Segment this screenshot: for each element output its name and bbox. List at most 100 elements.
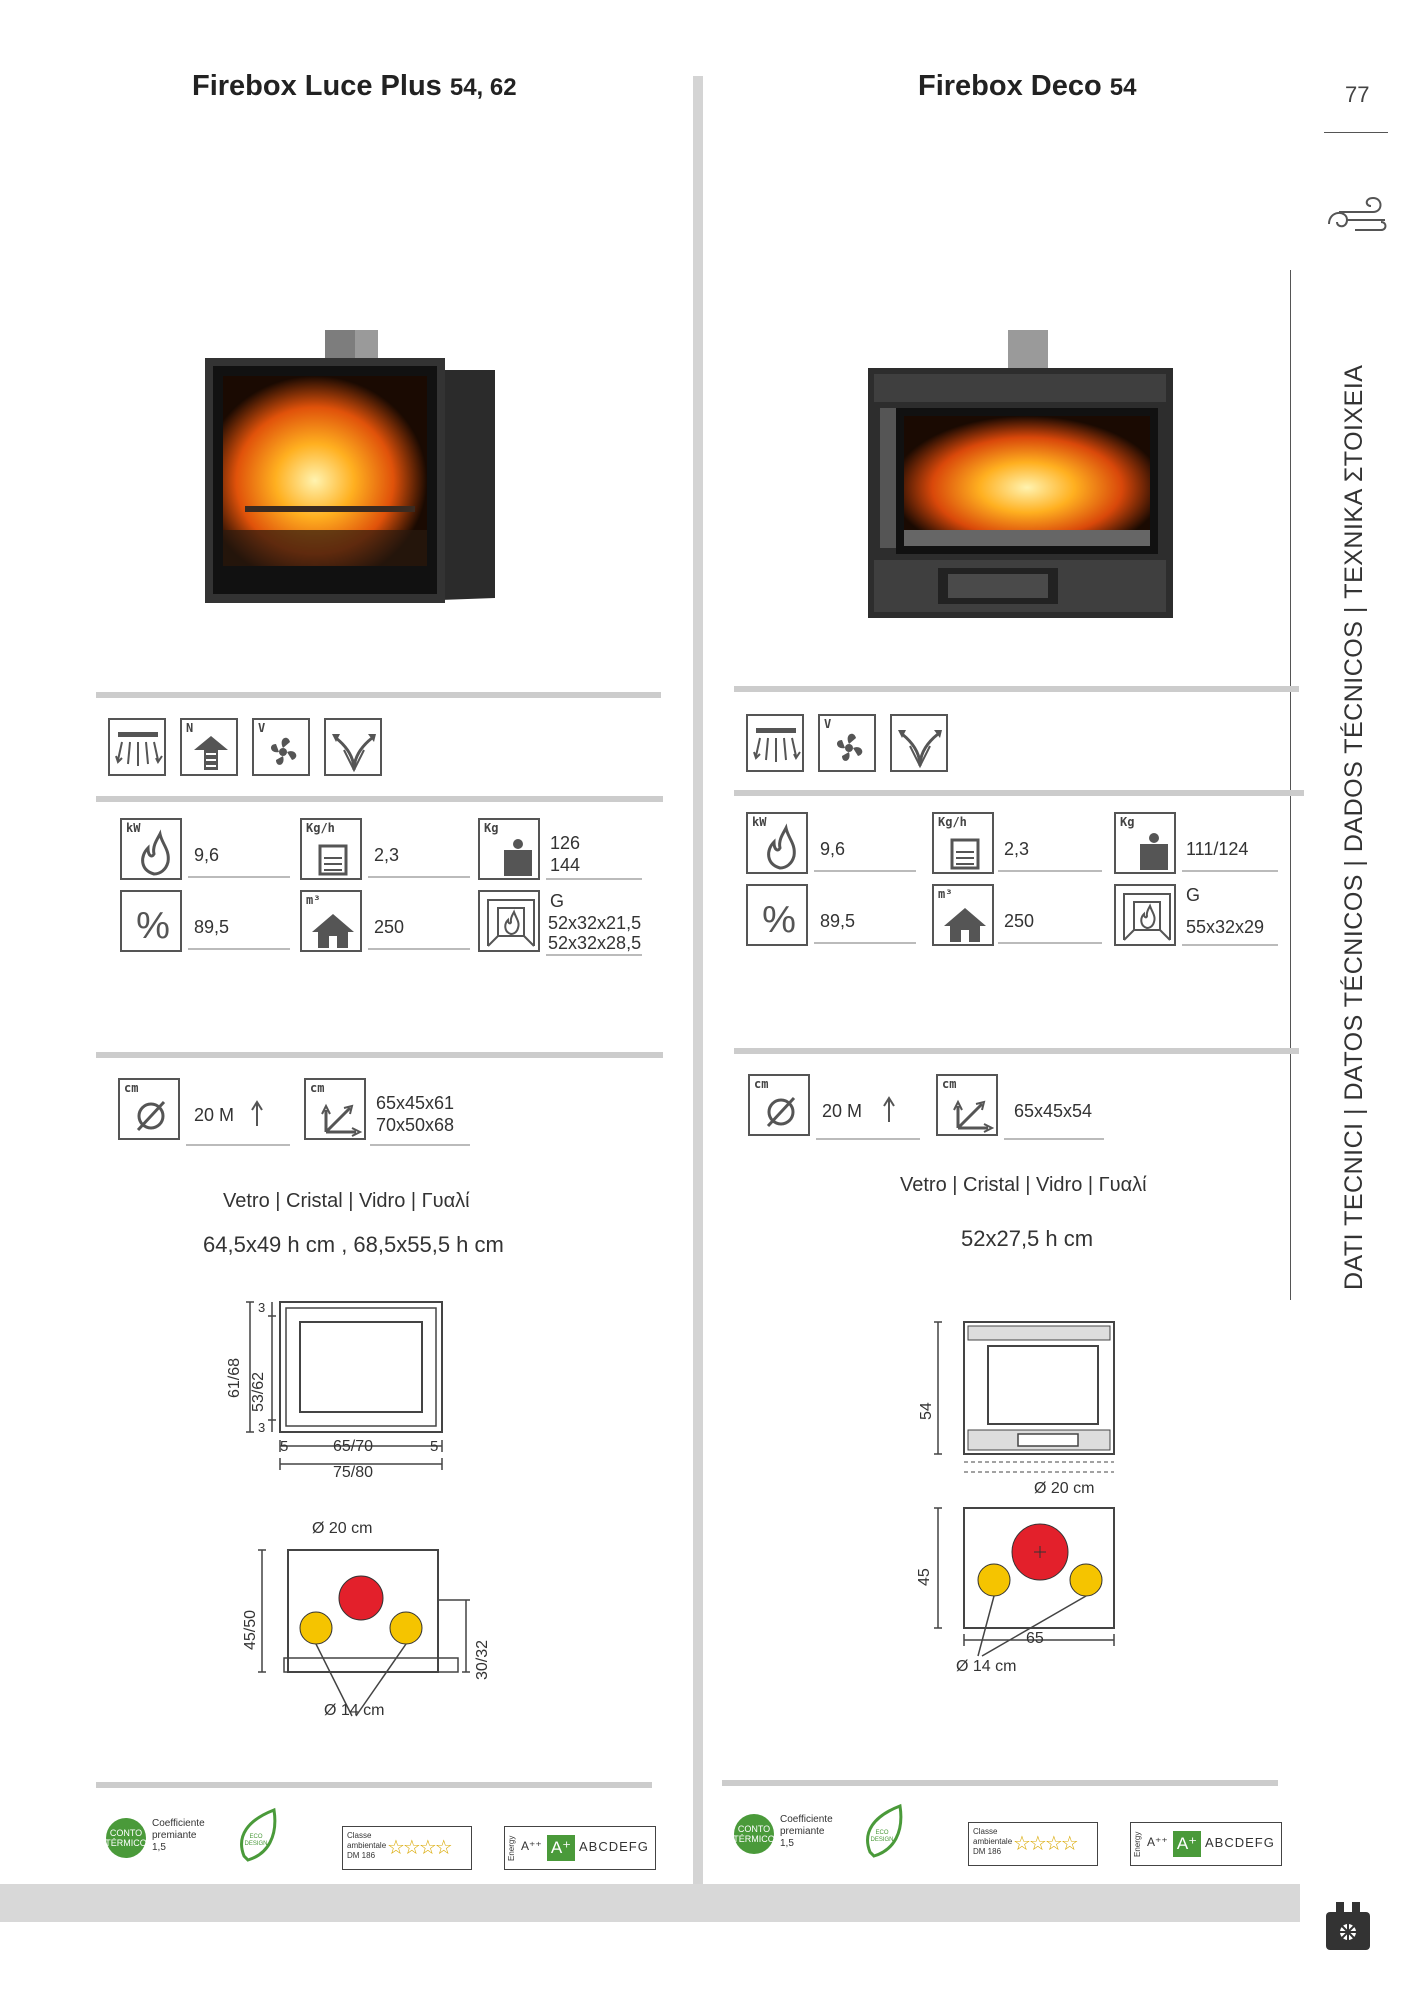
right-rule-2 — [734, 790, 1304, 796]
right-efficiency-value: 89,5 — [820, 911, 856, 931]
left-title-sizes: 54, 62 — [449, 74, 517, 101]
right-product-image — [868, 330, 1173, 618]
bottom-band — [0, 1884, 1300, 1922]
right-dim-cm-label: cm — [942, 1077, 957, 1091]
right-title-name: Firebox Deco — [918, 70, 1102, 102]
right-conto-termico-logo — [734, 1814, 774, 1854]
right-power-icon: kW — [746, 812, 808, 874]
left-coef-2: premiante — [152, 1830, 197, 1841]
left-stars-icon: ☆☆☆☆ — [387, 1837, 453, 1859]
left-diag-height-inner: 53/62 — [250, 1371, 267, 1412]
left-rule-1 — [96, 692, 661, 698]
right-flue-underline — [816, 1138, 920, 1140]
left-app-text: A⁺⁺ — [521, 1839, 542, 1853]
left-dim-2: 70x50x68 — [376, 1115, 455, 1135]
left-flue-diameter-icon: cm — [118, 1078, 180, 1140]
right-title-sizes: 54 — [1109, 74, 1137, 101]
right-hot-air-icon — [746, 714, 804, 772]
right-kgh-label: Kg/h — [938, 815, 967, 829]
left-dim-underline — [370, 1144, 470, 1146]
side-vertical-rule — [1290, 270, 1291, 1300]
left-coefficient-text: Coefficiente premiante 1,5 — [152, 1818, 205, 1854]
left-conto-1: CONTO — [109, 1828, 143, 1838]
right-glass-size: 52x27,5 h cm — [961, 1226, 1094, 1251]
right-eco-text: ECO DESIGN — [862, 1830, 902, 1844]
left-consumption-icon: Kg/h — [300, 818, 362, 880]
left-product-title: Firebox Luce Plus 54, 62 — [192, 70, 517, 103]
svg-text:%: % — [762, 899, 796, 941]
left-hearth-dim-2: 52x32x28,5 — [548, 933, 642, 953]
right-consumption-icon: Kg/h — [932, 812, 994, 874]
left-kw-label: kW — [126, 821, 141, 835]
brand-logo-icon — [1326, 1902, 1370, 1950]
left-kg-label: Kg — [484, 821, 499, 835]
left-diag-bottom: 3 — [258, 1420, 266, 1435]
right-classe-2: ambientale — [973, 1837, 1013, 1846]
wind-swirl-icon — [1328, 196, 1387, 231]
svg-text:%: % — [136, 905, 170, 947]
left-diag-top: 3 — [258, 1300, 266, 1315]
left-power-value: 9,6 — [194, 845, 220, 865]
right-consumption-value: 2,3 — [1004, 839, 1030, 859]
left-power-icon: kW — [120, 818, 182, 880]
left-rule-2 — [96, 796, 663, 802]
left-diag-side-l: 5 — [280, 1438, 289, 1455]
left-eco-2: DESIGN — [244, 1841, 268, 1847]
right-eco-1: ECO — [875, 1830, 889, 1836]
right-diag-big-hole: Ø 20 cm — [1034, 1480, 1095, 1497]
right-flue-value: 20 M — [822, 1101, 863, 1121]
right-volume-value: 250 — [1004, 911, 1035, 931]
right-flue-diameter-icon: cm — [748, 1074, 810, 1136]
left-hearth-class: G — [550, 891, 565, 911]
left-up-arrow-icon — [251, 1100, 263, 1126]
right-hearth-icon — [1114, 884, 1176, 946]
right-rule-4 — [722, 1780, 1278, 1786]
left-hearth-icon — [478, 890, 540, 952]
left-diag-height-outer: 61/68 — [226, 1357, 243, 1398]
left-fan-label: V — [258, 721, 266, 735]
right-efficiency-underline — [814, 942, 916, 944]
right-energy-text: Energy — [1133, 1831, 1142, 1857]
left-diag-small-hole: Ø 14 cm — [324, 1702, 385, 1719]
left-diag-big-hole: Ø 20 cm — [312, 1520, 373, 1537]
left-eco-text: ECO DESIGN — [236, 1834, 276, 1848]
right-hearth-dim: 55x32x29 — [1186, 917, 1265, 937]
left-eco-design-logo — [240, 1807, 277, 1862]
page-number: 77 — [1345, 82, 1370, 107]
right-front-diagram — [934, 1321, 1115, 1473]
right-dim-underline — [1004, 1138, 1104, 1140]
left-diag-side-r: 5 — [430, 1438, 439, 1455]
left-classe-2: ambientale — [347, 1841, 387, 1850]
right-rule-1 — [734, 686, 1299, 692]
left-natural-convection-icon: N — [180, 718, 238, 776]
left-efficiency-underline — [188, 948, 290, 950]
side-rule — [1324, 132, 1388, 133]
left-consumption-value: 2,3 — [374, 845, 400, 865]
right-diag-small-hole: Ø 14 cm — [956, 1658, 1017, 1675]
left-hot-air-icon — [108, 718, 166, 776]
left-conto-termico-logo — [106, 1818, 146, 1858]
right-coef-1: Coefficiente — [780, 1814, 833, 1825]
left-ap-badge: A⁺ — [547, 1835, 575, 1861]
left-hearth-underline — [546, 954, 642, 956]
right-consumption-underline — [998, 870, 1102, 872]
right-diag-width: 65 — [1026, 1630, 1044, 1647]
left-volume-underline — [368, 948, 470, 950]
right-fan-icon: V — [818, 714, 876, 772]
left-ducted-air-icon — [324, 718, 382, 776]
right-kw-label: kW — [752, 815, 767, 829]
left-classe-ambientale-badge: Classe ambientale DM 186 ☆☆☆☆ — [342, 1826, 472, 1870]
right-glass-header: Vetro | Cristal | Vidro | Γυαλί — [900, 1174, 1147, 1196]
left-diag-depth2: 30/32 — [474, 1639, 491, 1680]
right-dim-1: 65x45x54 — [1014, 1101, 1093, 1121]
right-kg-label: Kg — [1120, 815, 1135, 829]
left-glass-header: Vetro | Cristal | Vidro | Γυαλί — [223, 1190, 470, 1212]
left-dim-cm-label: cm — [310, 1081, 325, 1095]
right-fan-label: V — [824, 717, 832, 731]
left-weight-underline — [546, 878, 642, 880]
right-flue-cm-label: cm — [754, 1077, 769, 1091]
left-glass-size: 64,5x49 h cm , 68,5x55,5 h cm — [203, 1232, 504, 1257]
right-top-diagram — [934, 1507, 1115, 1657]
right-conto-1: CONTO — [737, 1824, 771, 1834]
right-stars-icon: ☆☆☆☆ — [1013, 1833, 1079, 1855]
